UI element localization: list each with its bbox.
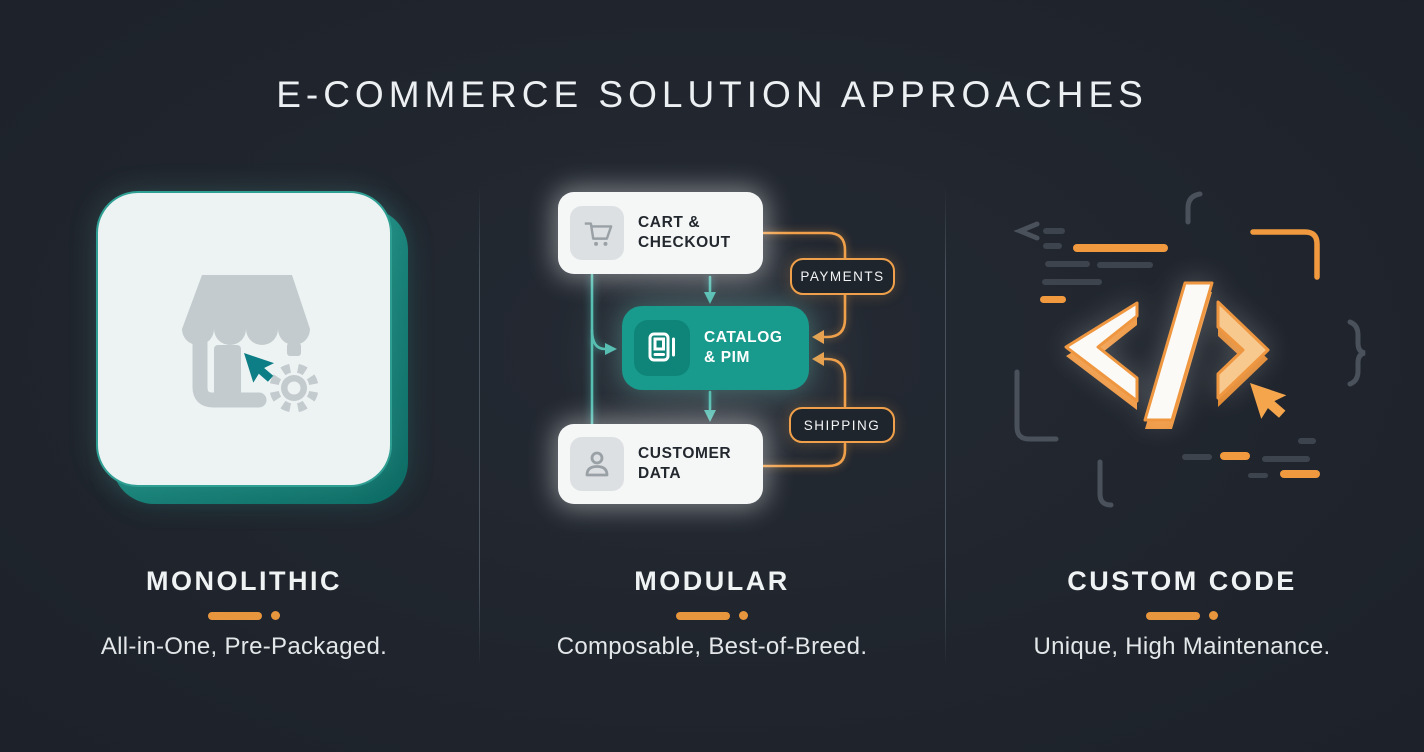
storefront-door — [214, 345, 241, 401]
storefront-fragment — [287, 343, 301, 356]
column-divider-right — [945, 186, 946, 668]
badge-label: SHIPPING — [803, 417, 881, 433]
monolithic-underline — [44, 611, 444, 620]
module-label: CATALOG & PIM — [704, 328, 783, 366]
underline-bar — [676, 611, 730, 620]
monolithic-subtitle: All-in-One, Pre-Packaged. — [100, 633, 388, 660]
code-glyph — [1064, 281, 1270, 422]
cursor-icon — [1250, 383, 1287, 419]
catalog-iconbox — [634, 320, 690, 376]
orange-arrowheads — [812, 330, 824, 366]
monolithic-heading: MONOLITHIC — [146, 566, 342, 596]
code-decoration-gray — [1013, 191, 1366, 508]
module-card-cart-checkout: CART & CHECKOUT — [558, 192, 763, 274]
cart-iconbox — [570, 206, 624, 260]
modular-connectors — [590, 231, 847, 468]
right-angle-bracket — [1216, 300, 1270, 400]
monolithic-card — [96, 191, 392, 487]
orange-corner-bracket — [1250, 229, 1320, 280]
person-iconbox — [570, 437, 624, 491]
column-divider-left — [479, 186, 480, 668]
underline-dot — [1209, 611, 1218, 620]
cursor-icon — [244, 353, 275, 383]
code-dashes-gray — [1042, 228, 1316, 478]
module-label: CART & CHECKOUT — [638, 213, 731, 251]
person-icon — [585, 451, 609, 477]
slash-glyph — [1143, 281, 1214, 422]
storefront-wall — [192, 335, 267, 408]
storefront-awning — [182, 275, 310, 345]
module-card-catalog-pim: CATALOG & PIM — [622, 306, 809, 390]
orange-connector-lines — [761, 231, 847, 468]
code-dashes-orange — [1040, 244, 1320, 478]
custom-code-subtitle: Unique, High Maintenance. — [1033, 633, 1331, 660]
storefront-cursor-gear-icon — [182, 275, 319, 413]
shopping-cart-icon — [584, 222, 613, 246]
modular-heading: MODULAR — [634, 566, 790, 596]
page-title: E-COMMERCE SOLUTION APPROACHES — [276, 74, 1148, 115]
underline-bar — [1146, 611, 1200, 620]
underline-bar — [208, 611, 262, 620]
badge-label: PAYMENTS — [800, 269, 885, 284]
left-angle-bracket — [1064, 301, 1139, 403]
underline-dot — [271, 611, 280, 620]
module-label: CUSTOMER DATA — [638, 444, 732, 482]
teal-connector-lines — [590, 273, 712, 426]
module-card-customer-data: CUSTOMER DATA — [558, 424, 763, 504]
custom-code-heading: CUSTOM CODE — [1067, 566, 1297, 596]
badge-shipping: SHIPPING — [789, 407, 895, 443]
modular-subtitle: Composable, Best-of-Breed. — [556, 633, 868, 660]
underline-dot — [739, 611, 748, 620]
badge-payments: PAYMENTS — [790, 258, 895, 295]
teal-arrowheads — [605, 292, 716, 422]
gear-icon — [269, 363, 319, 413]
custom-code-underline — [982, 611, 1382, 620]
modular-underline — [512, 611, 912, 620]
catalog-book-icon — [648, 332, 675, 362]
code-brackets-cursor-icon — [1013, 191, 1366, 508]
